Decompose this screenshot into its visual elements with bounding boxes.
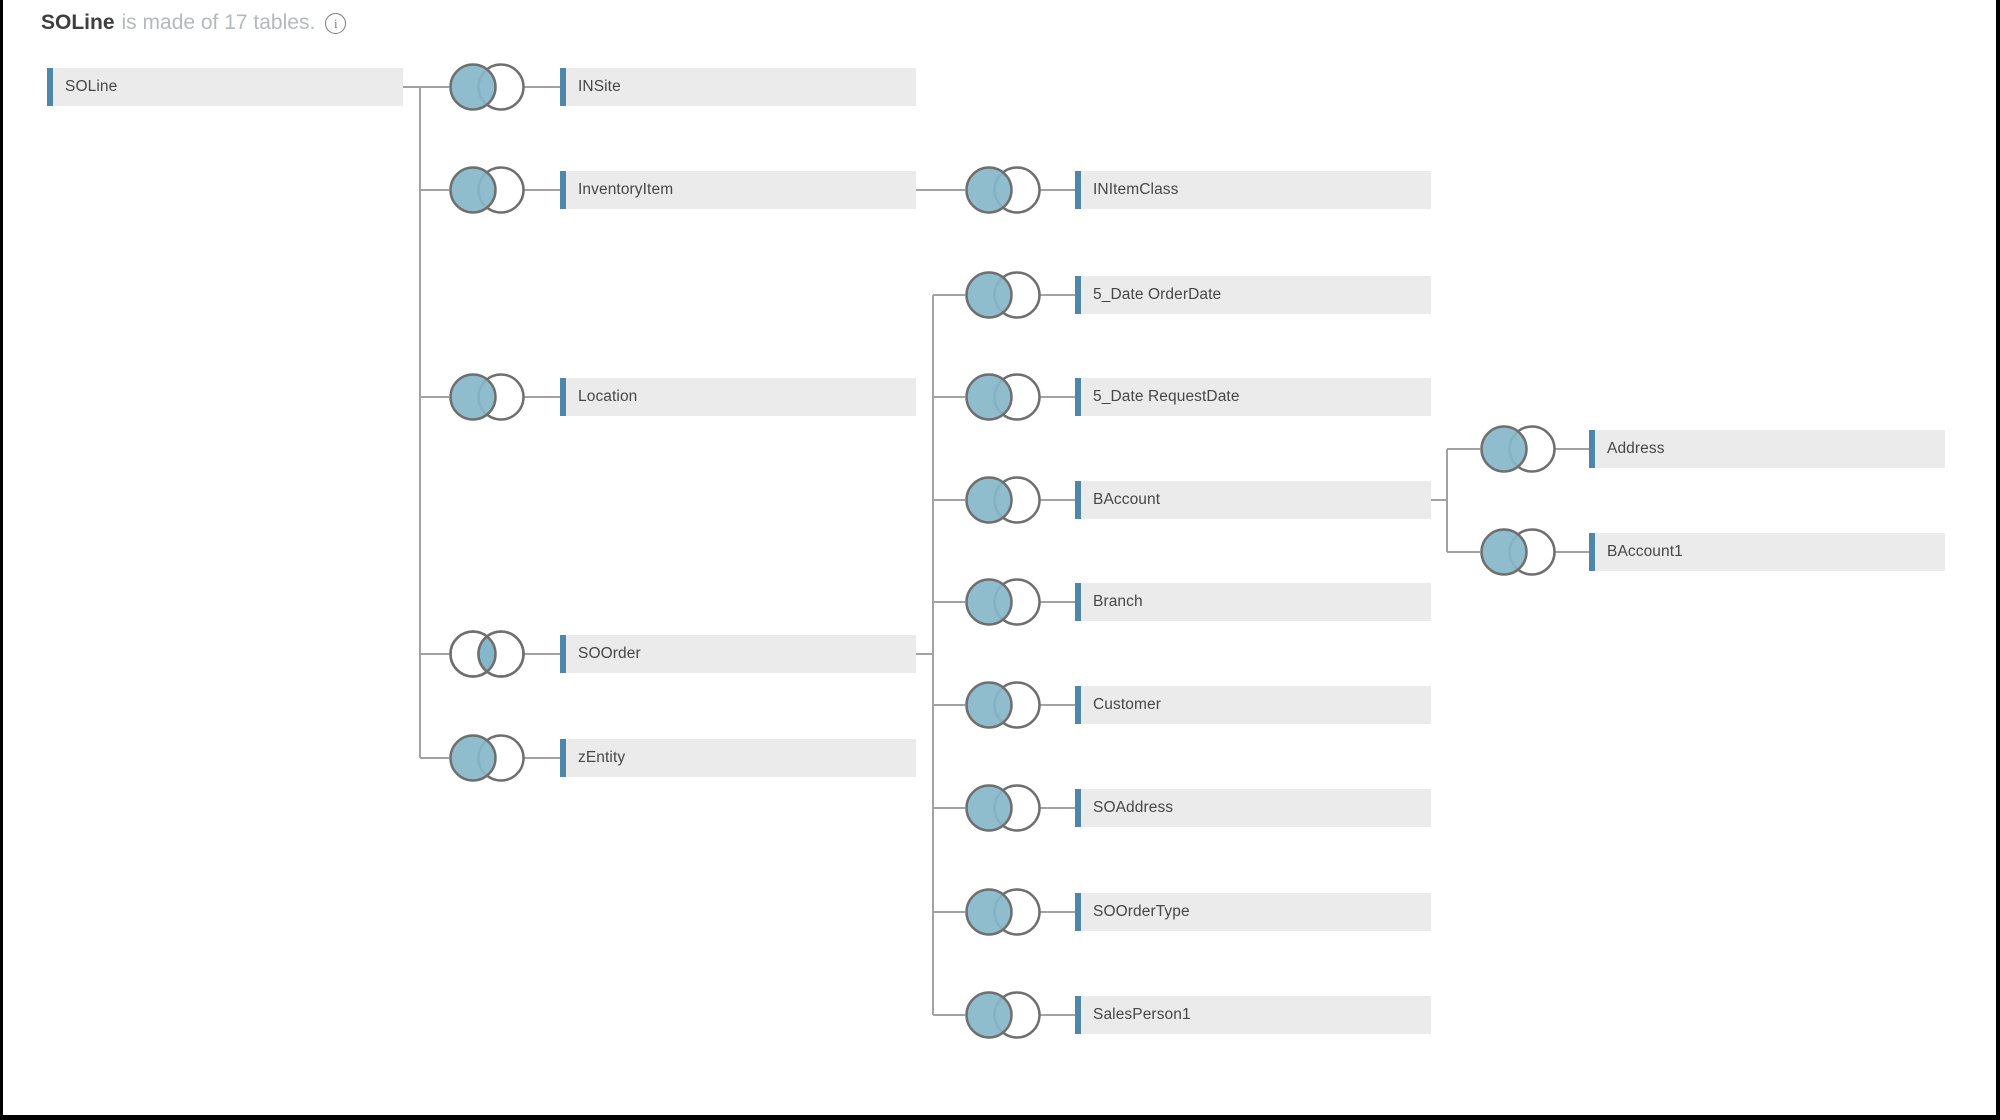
info-icon-glyph: i bbox=[333, 15, 338, 31]
table-node-customer[interactable]: Customer bbox=[1075, 686, 1431, 724]
left-join-icon-address[interactable] bbox=[1477, 423, 1559, 475]
table-label: 5_Date OrderDate bbox=[1093, 286, 1222, 303]
table-node-soordertype[interactable]: SOOrderType bbox=[1075, 893, 1431, 931]
left-join-icon-branch[interactable] bbox=[962, 576, 1044, 628]
datasource-name: SOLine bbox=[41, 11, 115, 34]
left-join-icon-soaddress[interactable] bbox=[962, 782, 1044, 834]
table-label: 5_Date RequestDate bbox=[1093, 388, 1240, 405]
table-label: Customer bbox=[1093, 696, 1161, 713]
table-node-zentity[interactable]: zEntity bbox=[560, 739, 916, 777]
table-label: SOAddress bbox=[1093, 799, 1174, 816]
venn-left-join-glyph bbox=[965, 888, 1041, 936]
venn-left-join-glyph bbox=[1480, 425, 1556, 473]
table-node-insite[interactable]: INSite bbox=[560, 68, 916, 106]
table-node-address[interactable]: Address bbox=[1589, 430, 1945, 468]
table-label: SOOrderType bbox=[1093, 903, 1190, 920]
table-node-location[interactable]: Location bbox=[560, 378, 916, 416]
venn-left-join-glyph bbox=[965, 578, 1041, 626]
venn-inner-join-glyph bbox=[449, 630, 525, 678]
left-join-icon-insite[interactable] bbox=[446, 61, 528, 113]
table-label: SalesPerson1 bbox=[1093, 1006, 1191, 1023]
left-join-icon-zentity[interactable] bbox=[446, 732, 528, 784]
table-node-salesperson1[interactable]: SalesPerson1 bbox=[1075, 996, 1431, 1034]
table-label: BAccount1 bbox=[1607, 543, 1683, 560]
table-node-5-date-orderdate[interactable]: 5_Date OrderDate bbox=[1075, 276, 1431, 314]
table-label: INSite bbox=[578, 78, 621, 95]
venn-left-join-glyph bbox=[449, 63, 525, 111]
venn-left-join-glyph bbox=[965, 784, 1041, 832]
table-node-soline[interactable]: SOLine bbox=[47, 68, 403, 106]
left-join-icon-customer[interactable] bbox=[962, 679, 1044, 731]
table-node-baccount1[interactable]: BAccount1 bbox=[1589, 533, 1945, 571]
left-join-icon-initemclass[interactable] bbox=[962, 164, 1044, 216]
table-label: BAccount bbox=[1093, 491, 1161, 508]
left-join-icon-inventoryitem[interactable] bbox=[446, 164, 528, 216]
venn-left-join-glyph bbox=[965, 991, 1041, 1039]
left-join-icon-baccount[interactable] bbox=[962, 474, 1044, 526]
venn-left-join-glyph bbox=[449, 734, 525, 782]
table-node-soaddress[interactable]: SOAddress bbox=[1075, 789, 1431, 827]
left-join-icon-salesperson1[interactable] bbox=[962, 989, 1044, 1041]
venn-left-join-glyph bbox=[449, 166, 525, 214]
left-join-icon-5-date-orderdate[interactable] bbox=[962, 269, 1044, 321]
inner-join-icon-soorder[interactable] bbox=[446, 628, 528, 680]
table-node-baccount[interactable]: BAccount bbox=[1075, 481, 1431, 519]
venn-left-join-glyph bbox=[965, 166, 1041, 214]
table-node-5-date-requestdate[interactable]: 5_Date RequestDate bbox=[1075, 378, 1431, 416]
table-label: Branch bbox=[1093, 593, 1143, 610]
table-label: zEntity bbox=[578, 749, 626, 766]
table-count-text: is made of 17 tables. bbox=[121, 11, 316, 34]
table-node-branch[interactable]: Branch bbox=[1075, 583, 1431, 621]
table-label: Address bbox=[1607, 440, 1665, 457]
venn-left-join-glyph bbox=[449, 373, 525, 421]
venn-left-join-glyph bbox=[1480, 528, 1556, 576]
info-icon[interactable]: i bbox=[325, 12, 347, 34]
table-node-initemclass[interactable]: INItemClass bbox=[1075, 171, 1431, 209]
table-node-soorder[interactable]: SOOrder bbox=[560, 635, 916, 673]
table-label: InventoryItem bbox=[578, 181, 674, 198]
venn-left-join-glyph bbox=[965, 476, 1041, 524]
left-join-icon-soordertype[interactable] bbox=[962, 886, 1044, 938]
table-label: Location bbox=[578, 388, 638, 405]
venn-left-join-glyph bbox=[965, 681, 1041, 729]
left-join-icon-baccount1[interactable] bbox=[1477, 526, 1559, 578]
venn-left-join-glyph bbox=[965, 271, 1041, 319]
table-label: SOLine bbox=[65, 78, 118, 95]
left-join-icon-5-date-requestdate[interactable] bbox=[962, 371, 1044, 423]
table-label: SOOrder bbox=[578, 645, 641, 662]
venn-left-join-glyph bbox=[965, 373, 1041, 421]
left-join-icon-location[interactable] bbox=[446, 371, 528, 423]
table-node-inventoryitem[interactable]: InventoryItem bbox=[560, 171, 916, 209]
datasource-summary: SOLine is made of 17 tables. i bbox=[41, 8, 347, 38]
table-label: INItemClass bbox=[1093, 181, 1179, 198]
